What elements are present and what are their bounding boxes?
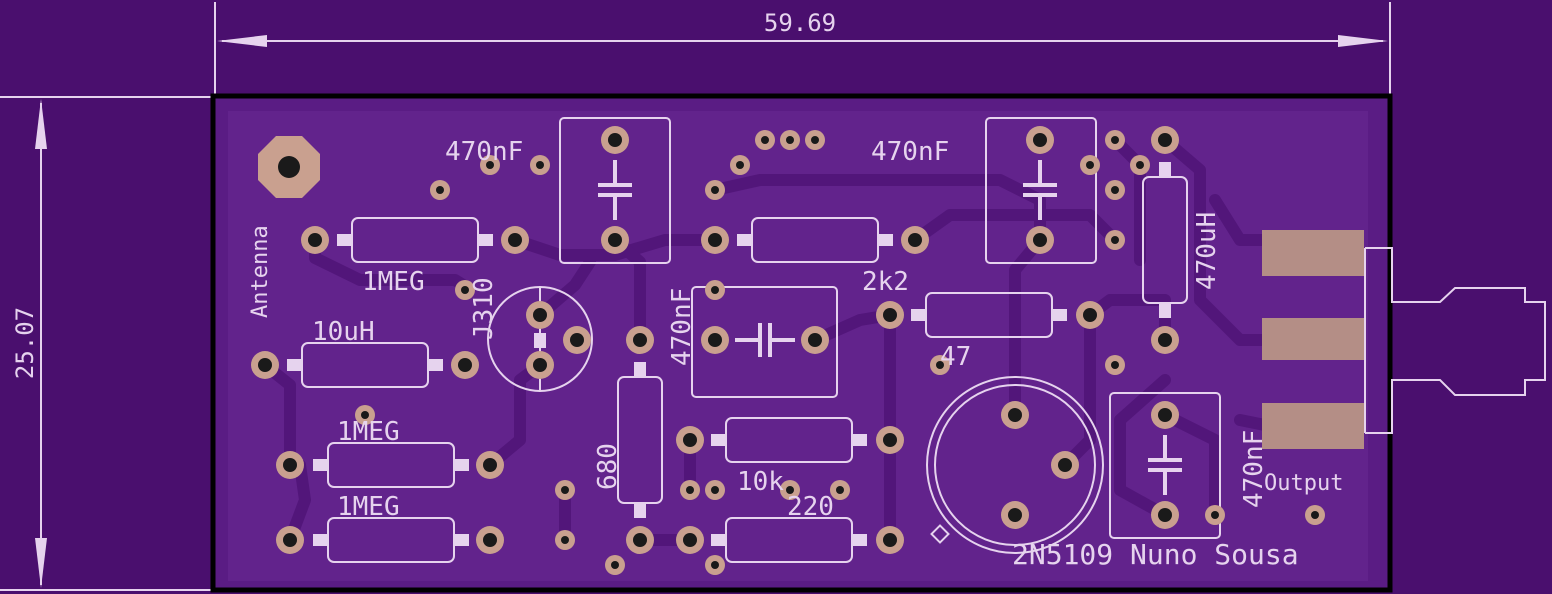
pad-hole-28 xyxy=(533,308,547,322)
pad-hole-14 xyxy=(283,533,297,547)
label-q1: J310 xyxy=(469,277,499,340)
through-hole-pads xyxy=(251,126,1179,554)
pad-hole-26 xyxy=(1158,133,1172,147)
label-antenna: Antenna xyxy=(248,225,273,318)
label-r6: 47 xyxy=(940,342,971,372)
vias xyxy=(355,130,1325,575)
via-hole-0 xyxy=(436,186,444,194)
pad-hole-5 xyxy=(808,333,822,347)
via-hole-24 xyxy=(611,561,619,569)
pad-hole-16 xyxy=(708,233,722,247)
pad-hole-1 xyxy=(608,233,622,247)
ground-pour xyxy=(228,111,1368,581)
pad-hole-10 xyxy=(258,358,272,372)
component-outlines xyxy=(301,117,1546,563)
pad-hole-9 xyxy=(508,233,522,247)
label-c4: 470nF xyxy=(1239,430,1269,508)
dimension-height-label: 25.07 xyxy=(11,307,39,379)
via-hole-2 xyxy=(536,161,544,169)
pad-hole-0 xyxy=(608,133,622,147)
label-r1: 1MEG xyxy=(362,267,425,297)
via-hole-11 xyxy=(1111,186,1119,194)
via-hole-8 xyxy=(1111,136,1119,144)
via-hole-22 xyxy=(836,486,844,494)
pad-hole-2 xyxy=(1033,133,1047,147)
label-output: Output xyxy=(1264,471,1343,496)
pad-hole-11 xyxy=(458,358,472,372)
pad-hole-19 xyxy=(1083,308,1097,322)
pad-hole-22 xyxy=(683,533,697,547)
pad-hole-20 xyxy=(683,433,697,447)
via-hole-23 xyxy=(561,536,569,544)
pad-hole-15 xyxy=(483,533,497,547)
pad-hole-27 xyxy=(1158,333,1172,347)
via-hole-12 xyxy=(1111,236,1119,244)
label-r8: 220 xyxy=(787,492,834,522)
capacitor-symbols xyxy=(598,160,1182,495)
pad-hole-30 xyxy=(570,333,584,347)
via-hole-20 xyxy=(711,486,719,494)
via-hole-18 xyxy=(561,486,569,494)
pad-hole-29 xyxy=(533,358,547,372)
pad-hole-21 xyxy=(883,433,897,447)
label-l2: 470uH xyxy=(1192,212,1222,290)
pad-hole-8 xyxy=(308,233,322,247)
dimension-height xyxy=(0,96,212,591)
via-hole-5 xyxy=(811,136,819,144)
via-hole-10 xyxy=(1136,161,1144,169)
label-c3: 470nF xyxy=(667,288,697,366)
pad-hole-18 xyxy=(883,308,897,322)
via-hole-25 xyxy=(711,561,719,569)
label-credit: 2N5109 Nuno Sousa xyxy=(1012,538,1299,571)
resistor-leads xyxy=(287,162,1171,546)
via-hole-14 xyxy=(711,286,719,294)
via-hole-9 xyxy=(1086,161,1094,169)
label-c1: 470nF xyxy=(445,137,523,167)
pad-hole-23 xyxy=(883,533,897,547)
pad-hole-31 xyxy=(1008,408,1022,422)
via-hole-3 xyxy=(761,136,769,144)
via-hole-4 xyxy=(786,136,794,144)
label-l1: 10uH xyxy=(312,317,375,347)
output-smd-pads xyxy=(1262,230,1364,449)
pad-hole-24 xyxy=(633,333,647,347)
via-hole-7 xyxy=(711,186,719,194)
pad-hole-25 xyxy=(633,533,647,547)
pad-hole-32 xyxy=(1058,458,1072,472)
via-hole-15 xyxy=(936,361,944,369)
pad-hole-3 xyxy=(1033,233,1047,247)
pad-hole-7 xyxy=(1158,508,1172,522)
via-hole-21 xyxy=(786,486,794,494)
pad-hole-17 xyxy=(908,233,922,247)
pad-hole-12 xyxy=(283,458,297,472)
pad-hole-6 xyxy=(1158,408,1172,422)
pad-hole-13 xyxy=(483,458,497,472)
label-r3: 1MEG xyxy=(337,492,400,522)
label-r4: 680 xyxy=(593,443,623,490)
via-hole-13 xyxy=(461,286,469,294)
label-r7: 10k xyxy=(737,467,784,497)
pad-hole-4 xyxy=(708,333,722,347)
via-hole-19 xyxy=(686,486,694,494)
via-hole-1 xyxy=(486,161,494,169)
via-hole-6 xyxy=(736,161,744,169)
via-hole-17 xyxy=(361,411,369,419)
antenna-hole xyxy=(278,156,300,178)
dimension-width-label: 59.69 xyxy=(764,9,836,37)
label-r2: 1MEG xyxy=(337,417,400,447)
via-hole-16 xyxy=(1111,361,1119,369)
dimension-width xyxy=(214,2,1391,95)
via-hole-27 xyxy=(1311,511,1319,519)
silkscreen-labels: 470nF 470nF 470nF 470nF 1MEG 1MEG 1MEG 1… xyxy=(248,137,1343,571)
label-c2: 470nF xyxy=(871,137,949,167)
pad-hole-33 xyxy=(1008,508,1022,522)
via-hole-26 xyxy=(1211,511,1219,519)
label-r5: 2k2 xyxy=(862,267,909,297)
